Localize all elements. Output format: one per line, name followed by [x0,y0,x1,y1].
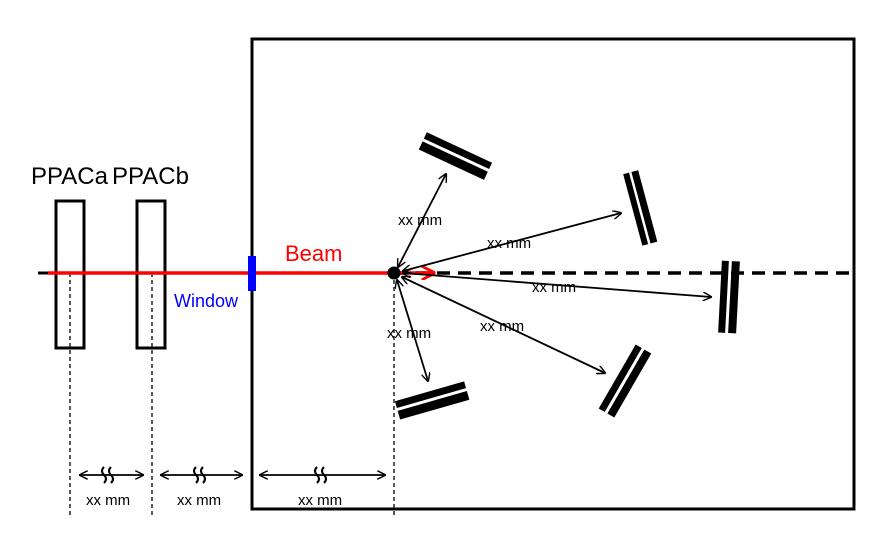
break-symbol-1 [101,466,114,484]
break-symbol-2 [193,466,206,484]
distance-label-det-bottom: xx mm [387,325,431,342]
arrow-target-to-det-lower-right [402,277,605,373]
distance-label-det-upper-right: xx mm [487,235,531,252]
detector-top [418,132,493,180]
distance-label-window-to-target: xx mm [298,492,342,509]
detector-upper-right [623,170,658,246]
beam-label: Beam [285,241,342,266]
distance-label-det-right: xx mm [532,279,576,296]
detector-right [718,260,740,334]
target-dot [387,266,401,280]
distance-label-det-lower-right: xx mm [480,318,524,335]
detector-bottom [394,381,470,420]
break-symbol-3 [314,466,327,484]
detector-lower-right [598,344,652,418]
distance-label-det-top: xx mm [398,212,442,229]
distance-label-ppac-a-to-b: xx mm [86,492,130,509]
window-foil [248,256,256,291]
arrow-target-to-det-upper-right [403,213,621,271]
ppac-b-label: PPACb [112,163,189,190]
distance-label-ppac-b-to-window: xx mm [177,492,221,509]
arrow-target-to-det-bottom [397,280,428,381]
ppac-a-label: PPACa [31,163,109,190]
window-label: Window [174,291,239,311]
